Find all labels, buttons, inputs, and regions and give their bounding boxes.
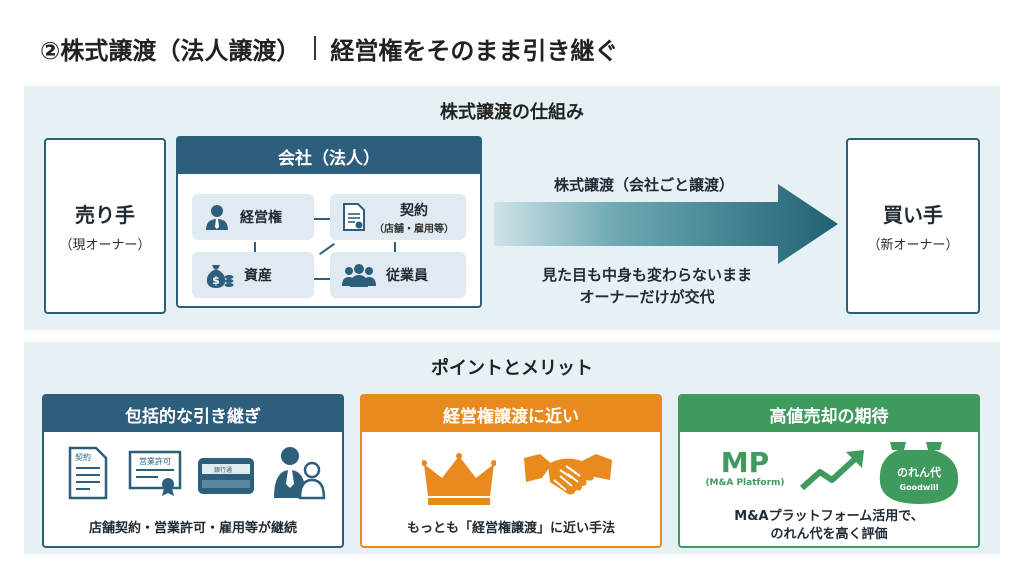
mp-platform-logo: MP (M&A Platform) (700, 446, 790, 489)
asset-contracts: 契約 （店舗・雇用等） (330, 194, 466, 240)
point-card-high-price-sale: 高値売却の期待 MP (M&A Platform) のれん代 Goodwill … (678, 394, 980, 548)
seller-box: 売り手 （現オーナー） (44, 138, 166, 314)
contract-text: 契約 (75, 452, 91, 462)
card-title: 高値売却の期待 (680, 396, 978, 432)
card-caption: もっとも「経営権譲渡」に近い手法 (406, 521, 615, 536)
svg-text:$: $ (212, 274, 220, 287)
bankbook-card-icon: 銀行通 (198, 458, 254, 494)
card-caption: 店舗契約・営業許可・雇用等が継続 (88, 521, 297, 536)
connector-line (254, 242, 256, 254)
points-panel: ポイントとメリット 包括的な引き継ぎ 契約 営業許可 銀行通 (24, 342, 1000, 554)
connector-line (314, 278, 330, 280)
seller-role: （現オーナー） (59, 238, 151, 253)
asset-management-rights: 経営権 (192, 194, 314, 240)
card-caption-line: のれん代を高く評価 (770, 527, 888, 542)
asset-label: 資産 (244, 268, 272, 284)
contract-document-icon (343, 203, 365, 231)
asset-label: 契約 (400, 202, 428, 219)
point-card-comprehensive: 包括的な引き継ぎ 契約 営業許可 銀行通 (42, 394, 344, 548)
permit-text: 営業許可 (139, 456, 171, 466)
arrow-label: 株式譲渡（会社ごと譲渡） (553, 176, 734, 194)
seller-name: 売り手 (75, 203, 135, 227)
buyer-box: 買い手 （新オーナー） (846, 138, 980, 314)
title-divider (314, 36, 317, 60)
asset-label: 経営権 (240, 210, 282, 226)
points-heading: ポイントとメリット (431, 358, 593, 379)
transfer-arrow-icon (494, 184, 838, 264)
asset-assets: $ 資産 (192, 252, 314, 298)
goodwill-bag-subtext: Goodwill (900, 483, 939, 492)
contract-document-icon: 契約 (68, 446, 108, 500)
mechanism-heading: 株式譲渡の仕組み (440, 102, 584, 123)
owner-staff-icon (274, 447, 326, 500)
card-title: 経営権譲渡に近い (362, 396, 660, 432)
person-icon (206, 205, 228, 230)
mechanism-panel: 株式譲渡の仕組み 売り手 （現オーナー） 会社（法人） 経営権 (24, 86, 1000, 330)
arrow-note-line: 見た目も中身も変わらないまま (541, 266, 752, 284)
mp-logo-text: MP (720, 446, 770, 479)
arrow-note-line: オーナーだけが交代 (579, 288, 715, 306)
connector-line (314, 218, 330, 220)
rising-trend-arrow-icon (800, 450, 864, 491)
bankbook-text: 銀行通 (214, 466, 232, 474)
card-caption-line: M&Aプラットフォーム活用で、 (734, 509, 924, 524)
crown-icon (422, 453, 496, 505)
company-box: 会社（法人） 経営権 契約 （店舗・雇用等） (176, 136, 482, 308)
employees-group-icon (342, 264, 376, 287)
buyer-name: 買い手 (883, 203, 943, 227)
buyer-role: （新オーナー） (867, 238, 959, 253)
point-card-close-to-management-transfer: 経営権譲渡に近い もっとも「経営権譲渡」に近い手法 (360, 394, 662, 548)
card-title: 包括的な引き継ぎ (44, 396, 342, 432)
goodwill-money-bag-icon: のれん代 Goodwill (879, 442, 959, 504)
company-title: 会社（法人） (178, 138, 480, 174)
asset-label: 従業員 (386, 268, 428, 284)
money-bag-icon: $ (206, 265, 234, 288)
handshake-icon (524, 454, 612, 495)
mp-logo-sub: (M&A Platform) (705, 478, 785, 488)
connector-line (394, 242, 396, 254)
asset-sublabel: （店舗・雇用等） (374, 223, 454, 235)
business-permit-icon: 営業許可 (128, 450, 182, 496)
goodwill-bag-text: のれん代 (897, 465, 941, 479)
asset-employees: 従業員 (330, 252, 466, 298)
asset-text-group: 契約 （店舗・雇用等） (374, 200, 454, 235)
page-subtitle: 経営権をそのまま引き継ぐ (330, 36, 619, 65)
page-title: ②株式譲渡（法人譲渡） (40, 36, 301, 65)
card-caption: M&Aプラットフォーム活用で、 のれん代を高く評価 (680, 508, 978, 544)
page-title-bar: ②株式譲渡（法人譲渡） 経営権をそのまま引き継ぐ (40, 30, 618, 66)
arrow-note: 見た目も中身も変わらないまま オーナーだけが交代 (492, 264, 802, 308)
